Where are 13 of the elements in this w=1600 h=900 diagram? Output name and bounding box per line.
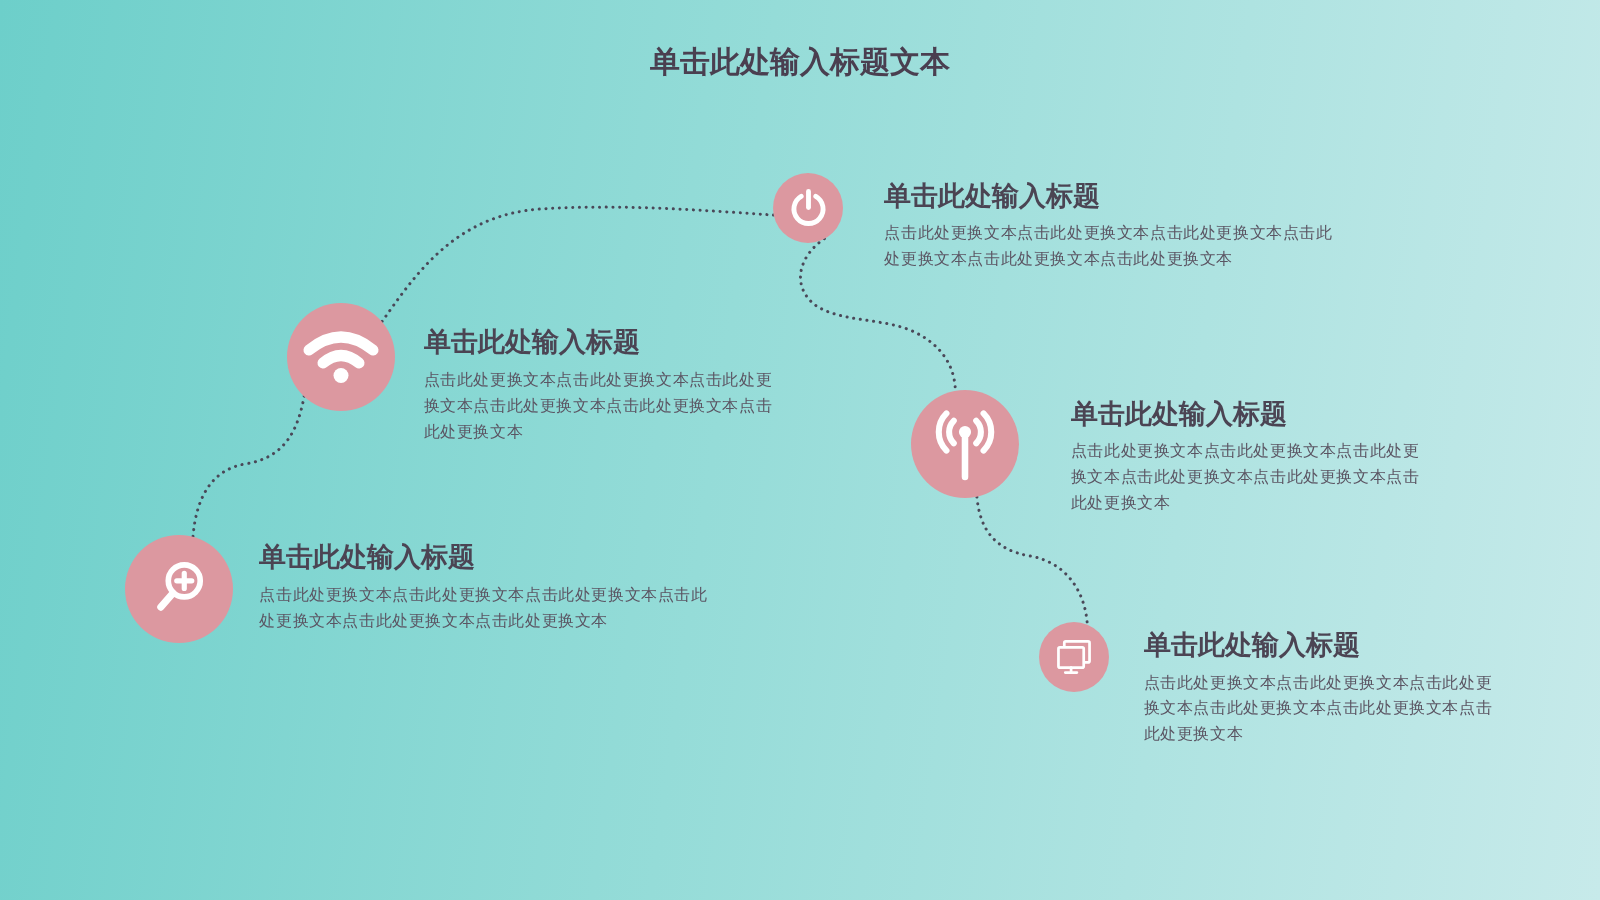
step-description: 点击此处更换文本点击此处更换文本点击此处更换文本点击此处更换文本点击此处更换文本点击此处更换文本 [1070, 440, 1421, 514]
step-heading: 单击此处输入标题 [884, 179, 1101, 212]
dotted-connector [380, 205, 776, 323]
slide-title: 单击此处输入标题文本 [649, 44, 950, 80]
step-heading: 单击此处输入标题 [259, 541, 476, 573]
step-heading: 单击此处输入标题 [1070, 397, 1287, 430]
dotted-connector [975, 495, 1089, 626]
step-heading: 单击此处输入标题 [423, 326, 640, 358]
step-heading: 单击此处输入标题 [1143, 629, 1360, 661]
step-description: 点击此处更换文本点击此处更换文本点击此处更换文本点击此处更换文本点击此处更换文本点击此处更换文本 [259, 584, 709, 632]
step-description: 点击此处更换文本点击此处更换文本点击此处更换文本点击此处更换文本点击此处更换文本点击此处更换文本 [1143, 671, 1494, 746]
step-description: 点击此处更换文本点击此处更换文本点击此处更换文本点击此处更换文本点击此处更换文本点击此处更换文本 [884, 221, 1334, 270]
step-description: 点击此处更换文本点击此处更换文本点击此处更换文本点击此处更换文本点击此处更换文本点击此处更换文本 [423, 369, 774, 443]
